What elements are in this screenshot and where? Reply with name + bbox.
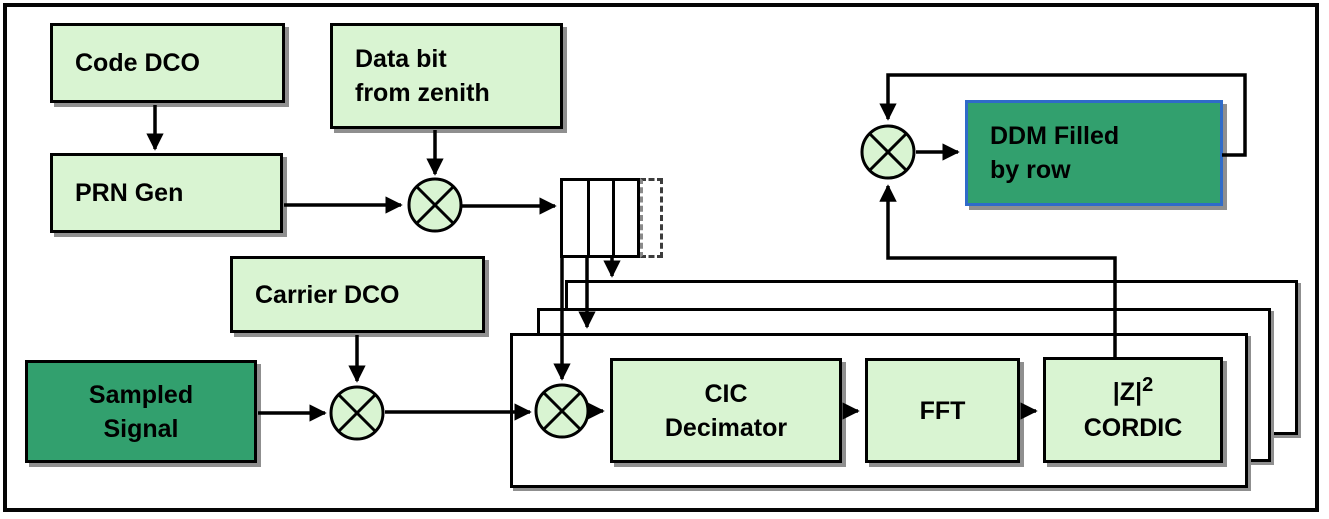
- node-cic-decimator: CIC Decimator: [610, 358, 842, 463]
- node-label-line2: by row: [990, 156, 1071, 184]
- node-label-line2: Signal: [103, 414, 179, 443]
- node-label-line2: from zenith: [355, 79, 490, 107]
- node-label: Carrier DCO: [255, 280, 400, 309]
- node-cordic: |Z|2 CORDIC: [1043, 357, 1223, 463]
- node-fft: FFT: [865, 358, 1020, 463]
- node-label-line2: CORDIC: [1083, 414, 1183, 442]
- node-prn-gen: PRN Gen: [50, 153, 283, 233]
- node-carrier-dco: Carrier DCO: [230, 256, 485, 333]
- shift-register: [560, 178, 640, 258]
- node-sampled-signal: Sampled Signal: [25, 360, 257, 463]
- magnitude-base: |Z|: [1112, 378, 1143, 406]
- node-label-line1: |Z|2: [1112, 374, 1154, 411]
- node-label-line1: Sampled: [88, 380, 194, 409]
- node-code-dco: Code DCO: [50, 23, 285, 103]
- node-label-line1: CIC: [704, 379, 748, 408]
- shift-register-dashed-continuation: [640, 178, 663, 258]
- node-ddm-filled-by-row: DDM Filled by row: [965, 100, 1223, 206]
- magnitude-exponent: 2: [1142, 374, 1154, 396]
- node-label: PRN Gen: [75, 179, 184, 207]
- shift-register-cell-divider: [612, 181, 615, 255]
- node-label: FFT: [919, 396, 966, 425]
- node-label: Code DCO: [75, 49, 200, 77]
- node-label-line2: Decimator: [664, 413, 788, 442]
- shift-register-cell-divider: [587, 181, 590, 255]
- node-label-line1: Data bit: [355, 45, 447, 73]
- node-label-line1: DDM Filled: [990, 122, 1120, 150]
- node-data-bit: Data bit from zenith: [330, 23, 563, 129]
